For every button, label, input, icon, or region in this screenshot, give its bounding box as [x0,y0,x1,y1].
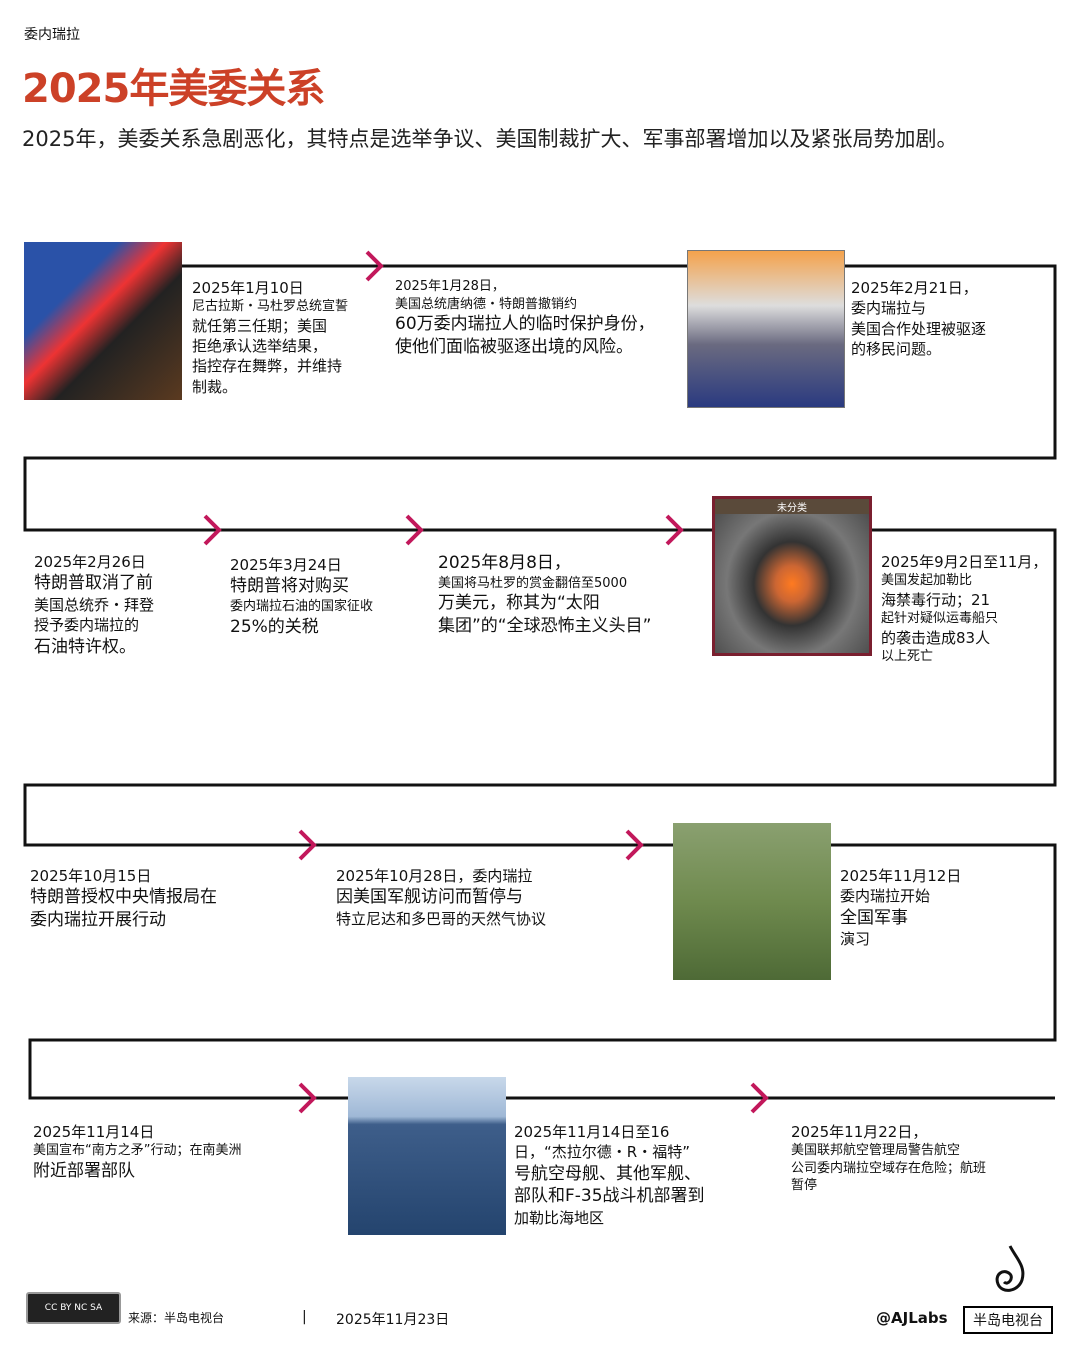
event-text: 美国宣布“南方之矛”行动；在南美洲 [33,1143,242,1159]
event-date: 2025年2月21日， [851,279,978,297]
timeline-event: 2025年11月14日美国宣布“南方之矛”行动；在南美洲附近部署部队 [33,1122,241,1183]
event-text: 附近部署部队 [33,1160,135,1181]
page-subtitle: 2025年，美委关系急剧恶化，其特点是选举争议、美国制裁扩大、军事部署增加以及紧… [22,127,958,151]
event-text: 指控存在舞弊，并维持 [192,357,343,376]
event-text: 美国总统乔・拜登 [34,596,155,615]
event-text: 使他们面临被驱逐出境的风险。 [395,337,633,358]
event-date: 2025年11月22日， [791,1123,928,1141]
event-text: 因美国军舰访问而暂停与 [336,887,523,908]
event-text: 暂停 [791,1178,818,1194]
event-date: 2025年11月14日至16 [514,1123,670,1141]
event-text: 号航空母舰、其他军舰、 [514,1163,701,1184]
timeline-event: 2025年2月21日， 委内瑞拉与美国合作处理被驱逐的移民问题。 [851,278,986,359]
timeline-arrow-icon [625,829,644,861]
timeline-event: 2025年1月10日尼古拉斯・马杜罗总统宣誓就任第三任期；美国拒绝承认选举结果，… [192,278,348,397]
event-date: 2025年10月28日，委内瑞拉 [336,867,533,885]
event-text: 的移民问题。 [851,339,942,358]
photo-navy-deployment [348,1077,506,1235]
footer-separator: | [302,1309,307,1325]
timeline-event: 2025年2月26日特朗普取消了前美国总统乔・拜登授予委内瑞拉的石油特许权。 [34,552,154,659]
event-date: 2025年9月2日至11月， [881,553,1048,571]
timeline-arrow-icon [405,514,424,546]
event-date: 2025年2月26日 [34,553,146,571]
event-text: 就任第三任期；美国 [192,316,328,335]
event-text: 集团”的“全球恐怖主义头目” [438,616,652,637]
event-text: 万美元，称其为“太阳 [438,593,600,614]
photo-maduro-oath [24,242,182,400]
event-text: 起针对疑似运毒船只 [881,611,999,627]
event-date: 2025年8月8日， [438,553,571,573]
event-text: 美国将马杜罗的赏金翻倍至5000 [438,575,628,591]
timeline-event: 2025年10月28日，委内瑞拉因美国军舰访问而暂停与特立尼达和多巴哥的天然气协… [336,866,546,929]
timeline-event: 2025年11月22日， 美国联邦航空管理局警告航空公司委内瑞拉空域存在危险；航班… [791,1122,986,1195]
event-text: 部队和F-35战斗机部署到 [514,1186,705,1207]
event-date: 2025年11月14日 [33,1123,155,1141]
ajlabs-handle: @AJLabs [876,1309,948,1327]
cc-license-badge[interactable]: CC BY NC SA [26,1292,121,1324]
event-text: 特朗普取消了前 [34,573,153,594]
photo-military-exercise [673,823,831,980]
timeline-event: 2025年11月14日至16 日，“杰拉尔德・R・福特”号航空母舰、其他军舰、部队… [514,1122,705,1229]
event-text: 石油特许权。 [34,636,136,657]
event-text: 美国联邦航空管理局警告航空 [791,1143,961,1159]
page-title: 2025年美委关系 [22,66,325,112]
event-text: 委内瑞拉开展行动 [30,910,166,931]
event-text: 60万委内瑞拉人的临时保护身份， [395,314,655,335]
event-text: 特立尼达和多巴哥的天然气协议 [336,910,547,929]
event-date: 2025年11月12日 [840,867,962,885]
photo-boat-strike: 未分类 [712,496,872,656]
event-date: 2025年1月10日 [192,279,304,297]
event-text: 委内瑞拉石油的国家征收 [230,599,374,615]
event-text: 演习 [840,930,871,949]
timeline-event: 2025年8月8日， 美国将马杜罗的赏金翻倍至5000 万美元，称其为“太阳集团”的… [438,552,651,638]
event-date: 2025年3月24日 [230,556,342,574]
photo-label: 未分类 [715,499,869,514]
event-text: 全国军事 [840,907,908,928]
timeline-event: 2025年1月28日， 美国总统唐纳德・特朗普撤销约 60万委内瑞拉人的临时保护身份… [395,278,655,359]
timeline-arrow-icon [665,514,684,546]
event-text: 以上死亡 [881,648,934,664]
event-text: 美国合作处理被驱逐 [851,319,987,338]
event-text: 制裁。 [192,377,238,396]
event-text: 日，“杰拉尔德・R・福特” [514,1143,690,1162]
event-text: 公司委内瑞拉空域存在危险；航班 [791,1160,987,1176]
event-text: 特朗普将对购买 [230,576,349,597]
timeline-event: 2025年9月2日至11月， 美国发起加勒比海禁毒行动；21 起针对疑似运毒船只的袭… [881,552,1047,665]
source-text: 来源：半岛电视台 [128,1311,225,1325]
event-text: 授予委内瑞拉的 [34,616,140,635]
aljazeera-logo-icon [995,1245,1025,1292]
event-text: 拒绝承认选举结果， [192,337,328,356]
event-text: 加勒比海地区 [514,1209,605,1228]
event-date: 2025年1月28日， [395,279,505,294]
timeline-arrow-icon [365,250,384,282]
kicker: 委内瑞拉 [24,27,80,43]
event-text: 25%的关税 [230,616,319,637]
timeline-event: 2025年11月12日委内瑞拉开始全国军事演习 [840,866,961,950]
timeline-arrow-icon [298,1082,317,1114]
photo-deportation-flight [687,250,845,408]
event-text: 美国总统唐纳德・特朗普撤销约 [395,296,578,312]
publish-date: 2025年11月23日 [336,1312,450,1328]
event-date: 2025年10月15日 [30,867,152,885]
event-text: 的袭击造成83人 [881,628,991,647]
timeline-arrow-icon [298,829,317,861]
event-text: 美国发起加勒比 [881,573,973,589]
event-text: 海禁毒行动；21 [881,590,991,609]
event-text: 特朗普授权中央情报局在 [30,887,217,908]
timeline-event: 2025年10月15日特朗普授权中央情报局在委内瑞拉开展行动 [30,866,217,932]
timeline-arrow-icon [750,1082,769,1114]
event-text: 委内瑞拉开始 [840,887,931,906]
brand-label: 半岛电视台 [963,1306,1053,1334]
event-text: 委内瑞拉与 [851,299,927,318]
timeline-arrow-icon [203,514,222,546]
event-text: 尼古拉斯・马杜罗总统宣誓 [192,299,349,315]
